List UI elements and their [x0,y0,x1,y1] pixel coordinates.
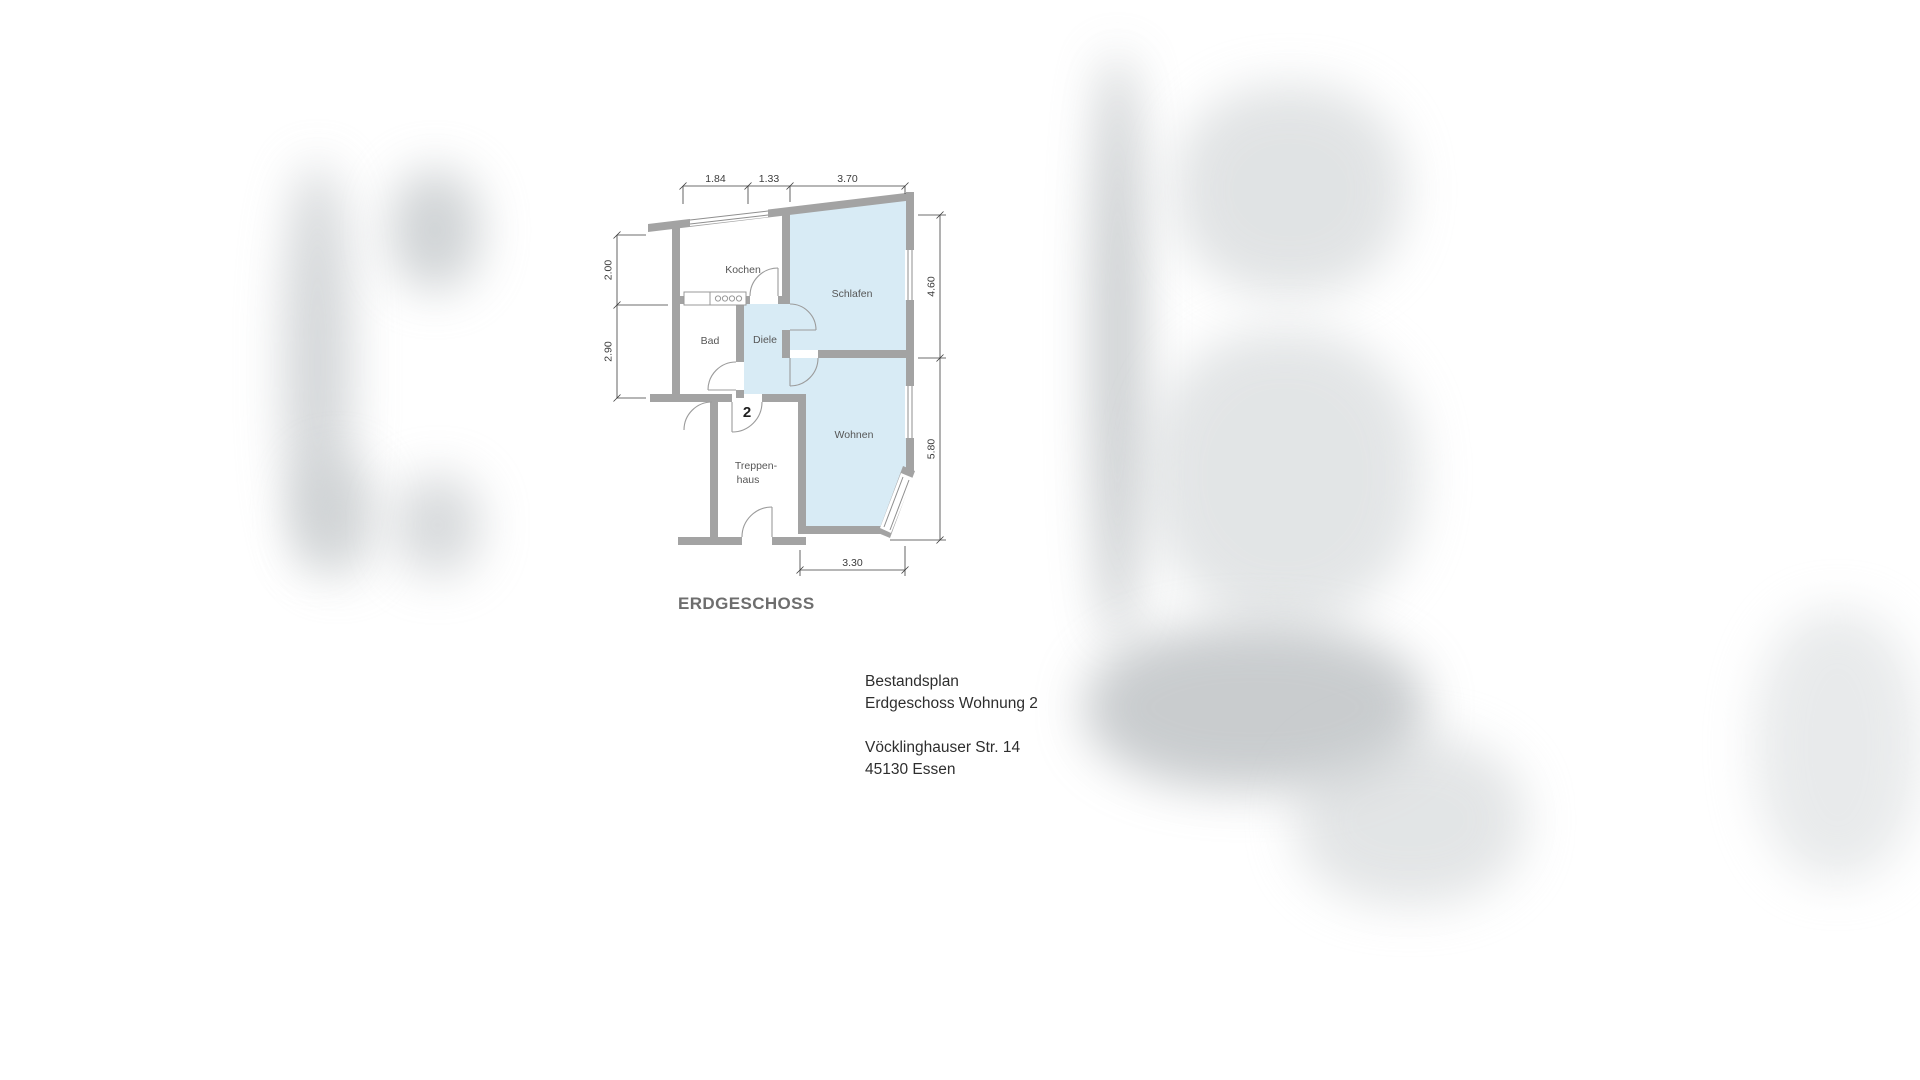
room-label-treppenhaus: Treppen- [735,460,778,472]
wall-segment [906,192,914,472]
dim-label: 1.33 [759,173,780,185]
hob-ring-icon [735,295,743,302]
wall-segment [650,394,732,402]
dimension-bottom: 3.30 [796,546,909,576]
floor-plan: 1.84 1.33 3.70 2.00 2.90 4.60 5.80 [603,173,946,576]
wall-segment [736,390,744,398]
info-line-city: 45130 Essen [865,761,956,778]
door-arc-entrance [731,401,763,433]
window-chamfer [880,473,913,533]
dim-label: 4.60 [926,276,938,297]
blurred-background-blob [1150,330,1420,620]
wall-segment [798,402,806,534]
window-glass-line [689,214,769,225]
room-label-schlafen: Schlafen [832,288,873,300]
hob-ring-icon [721,295,729,302]
blurred-background-blob [300,460,375,575]
hob-ring-icon [728,295,736,302]
wall-segment [782,212,790,304]
wall-segment [818,350,914,358]
room-treppenhaus-area [718,402,798,537]
kitchen-counter [683,291,747,306]
windows [689,209,915,533]
wall-segment [672,228,680,402]
info-line-street: Vöcklinghauser Str. 14 [865,739,1021,756]
dimension-top: 1.84 1.33 3.70 [679,173,909,204]
blurred-background-blob [1095,55,1140,640]
dim-label: 1.84 [705,173,726,185]
dimension-right: 4.60 5.80 [890,211,946,544]
window-glass-line [689,210,769,221]
room-bad-area [680,304,736,394]
doors [683,267,819,538]
wall-segment [710,394,718,545]
room-label-bad: Bad [701,335,720,347]
plan-title: ERDGESCHOSS [678,594,815,613]
door-arc-schlafen [789,303,817,331]
wall-segment [798,526,886,534]
window-schlafen [905,250,915,300]
door-arc-treppenhaus [741,506,773,538]
window-glass-line [883,476,904,528]
blurred-background-blob [1175,85,1405,295]
wall-segment [782,330,790,358]
door-arc-bad [707,361,737,391]
window-wohnen [905,386,915,438]
dim-label: 3.70 [837,173,858,185]
blurred-background-blob [390,170,480,290]
info-block: Bestandsplan Erdgeschoss Wohnung 2 Vöckl… [865,671,1038,781]
door-arc-kochen [749,267,779,297]
door-arc-wohnen [789,357,819,387]
door-arc-corridor [683,401,713,431]
wall-segment [736,304,744,362]
hob-ring-icon [714,295,722,302]
dim-label: 2.00 [603,260,615,281]
dim-label: 2.90 [603,341,615,362]
blurred-background-blob [395,475,480,575]
info-spacer [865,715,1038,737]
wall-segment [782,350,790,358]
room-label-kochen: Kochen [725,264,761,276]
window-glass-line [889,479,910,531]
room-fills [680,200,906,537]
room-wohnen-area [790,358,906,528]
wall-segment [678,537,742,545]
wall-segment [772,537,806,545]
room-label-diele: Diele [753,334,777,346]
dimension-left: 2.00 2.90 [603,231,668,402]
dim-label: 3.30 [842,557,863,569]
room-schlafen-area [790,200,906,350]
info-line-floor-unit: Erdgeschoss Wohnung 2 [865,695,1038,712]
room-label-wohnen: Wohnen [835,429,874,441]
wall-segment [762,394,806,402]
room-kochen-area [680,216,782,296]
room-labels: Kochen Schlafen Bad Diele Wohnen Treppen… [701,264,874,486]
room-label-treppenhaus: haus [737,474,760,486]
info-line-plan-type: Bestandsplan [865,673,959,690]
blurred-background-blob [1755,610,1920,880]
dim-label: 5.80 [926,439,938,460]
unit-number-label: 2 [743,404,751,421]
blurred-background-blob [1295,735,1525,905]
